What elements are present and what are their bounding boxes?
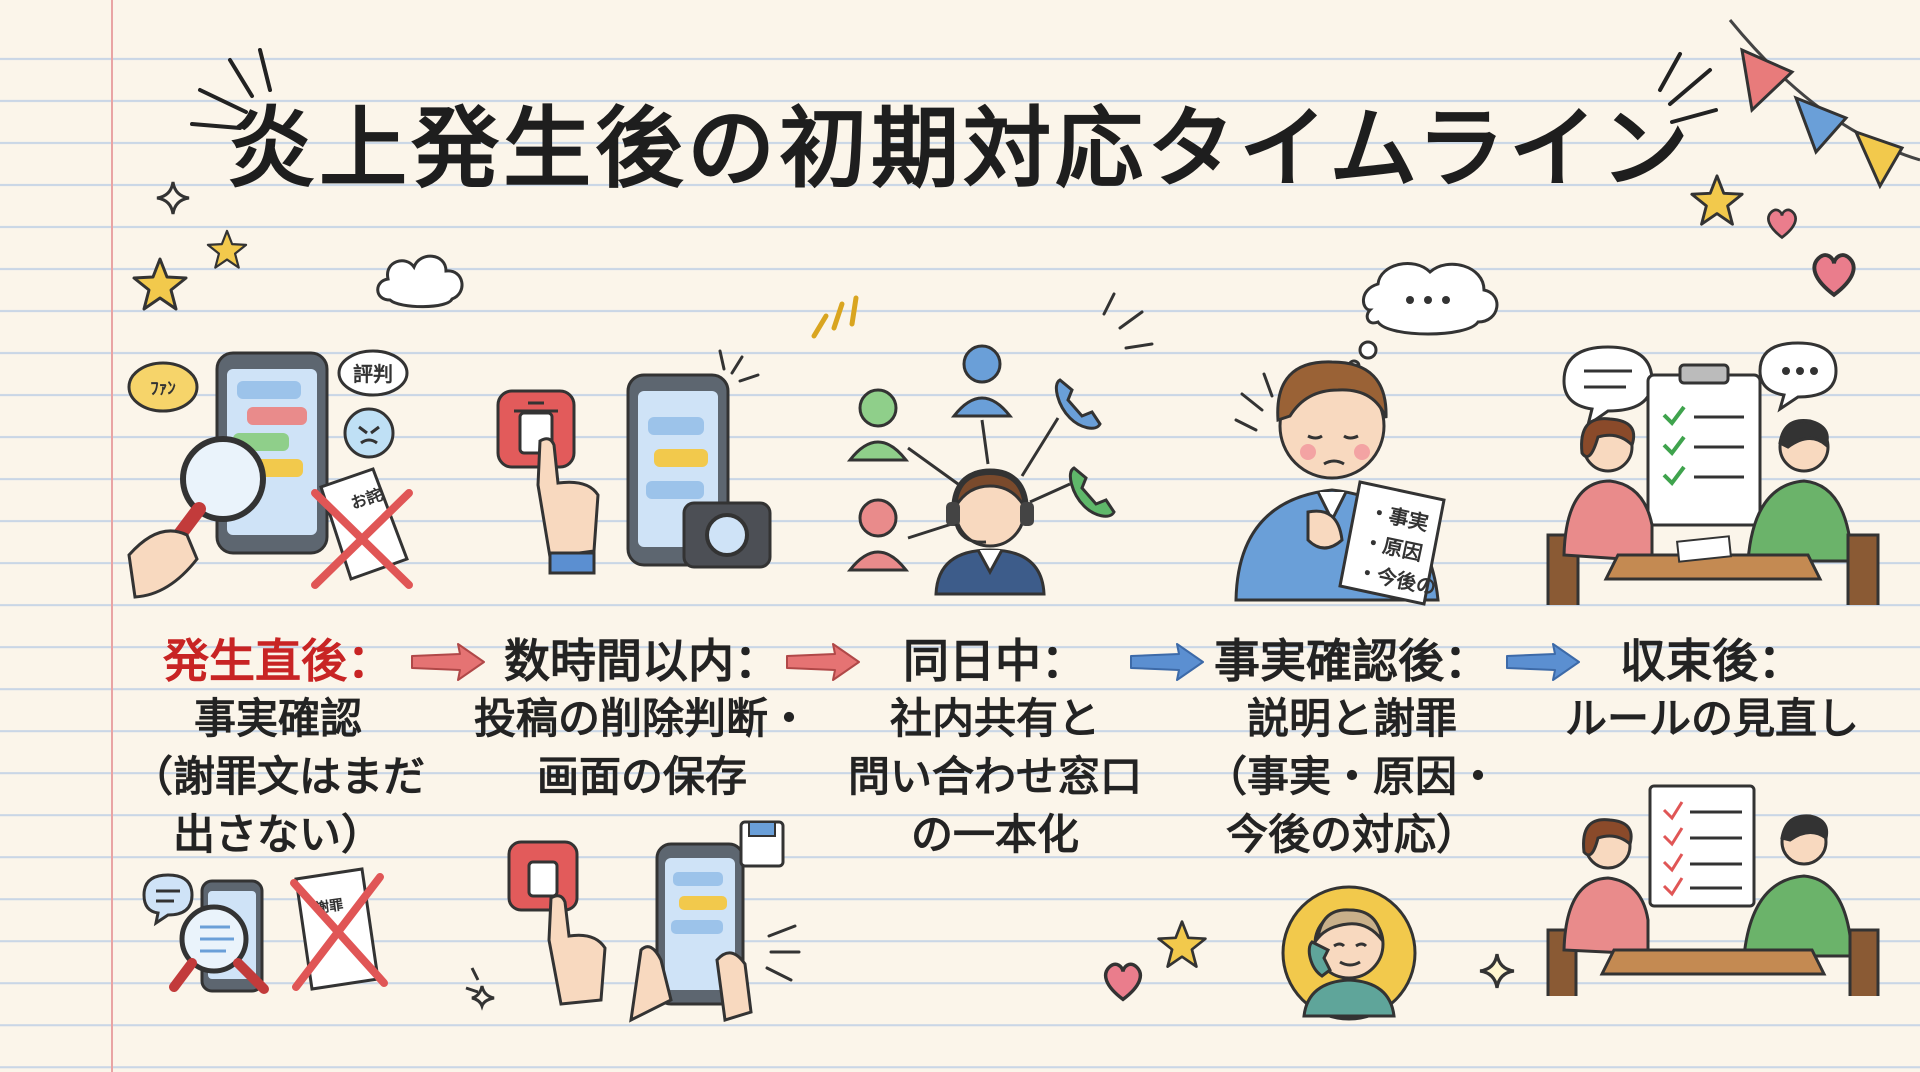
heart-icon (1767, 208, 1797, 240)
delete-phone-camera-illustration (496, 349, 772, 575)
star-icon (206, 229, 248, 269)
sparkle-icon (156, 181, 190, 215)
title-sparkle-right (1658, 52, 1718, 124)
timeline-arrow-icon (411, 643, 485, 681)
notebook-margin-line (111, 0, 113, 1072)
sparkle-icon (465, 967, 495, 1011)
step-heading: 同日中： (903, 634, 1087, 688)
sparkle-icon (1479, 953, 1515, 989)
step-line: （事実・原因・ (1204, 752, 1499, 801)
timeline-step-1: 発生直後： 事実確認 （謝罪文はまだ 出さない） (98, 632, 458, 864)
star-icon (1157, 920, 1207, 968)
star-icon (132, 257, 188, 311)
phone-magnifier-illustration: ﾌｧﾝ 評判 お詫 (127, 349, 413, 599)
step-line: の一本化 (910, 810, 1079, 859)
small-magnifier-illustration: 謝罪 (142, 867, 388, 994)
meeting-checklist-illustration (1546, 341, 1880, 605)
phone-call-avatar-illustration (1281, 885, 1417, 1021)
timeline-arrow-icon (786, 643, 860, 681)
timeline-step-2: 数時間以内： 投稿の削除判断・ 画面の保存 (462, 632, 822, 806)
bunting-icon (1728, 19, 1920, 190)
step-heading: 収束後： (1620, 634, 1804, 688)
apology-man-illustration: ・事実 ・原因 ・今後の (1234, 262, 1499, 606)
step-heading: 発生直後： (163, 634, 393, 688)
bubble-hyouban-text: 評判 (353, 362, 393, 386)
step-line: 投稿の削除判断・ (473, 694, 810, 743)
step-line: ルールの見直し (1564, 694, 1859, 743)
step-line: 事実確認 (193, 694, 362, 743)
timeline-step-4: 事実確認後： 説明と謝罪 （事実・原因・ 今後の対応） (1172, 632, 1532, 864)
step-line: 今後の対応） (1225, 810, 1478, 859)
timeline-step-5: 収束後： ルールの見直し (1532, 632, 1892, 748)
delete-hand-phone-illustration (507, 820, 801, 1023)
star-icon (1690, 174, 1744, 226)
step-line: （謝罪文はまだ (130, 752, 425, 801)
heart-icon (1103, 962, 1143, 1002)
heart-icon (1812, 253, 1856, 298)
step-line: 説明と謝罪 (1246, 694, 1457, 743)
step-line: 画面の保存 (536, 752, 747, 801)
timeline-step-3: 同日中： 社内共有と 問い合わせ窓口 の一本化 (815, 632, 1175, 864)
page-title: 炎上発生後の初期対応タイムライン (227, 97, 1693, 200)
meeting-checklist-small-illustration (1546, 784, 1880, 996)
bubble-left-text: ﾌｧﾝ (150, 379, 176, 399)
step-line: 社内共有と (889, 694, 1100, 743)
cloud-icon (376, 254, 464, 309)
timeline-arrow-icon (1506, 643, 1580, 681)
step-line: 問い合わせ窓口 (847, 752, 1142, 801)
timeline-arrow-icon (1130, 643, 1204, 681)
step-heading: 事実確認後： (1214, 634, 1490, 688)
step-heading: 数時間以内： (504, 634, 780, 688)
support-network-illustration (811, 292, 1154, 596)
step-line: 出さない） (172, 810, 383, 859)
title-sparkle-left (190, 48, 272, 130)
